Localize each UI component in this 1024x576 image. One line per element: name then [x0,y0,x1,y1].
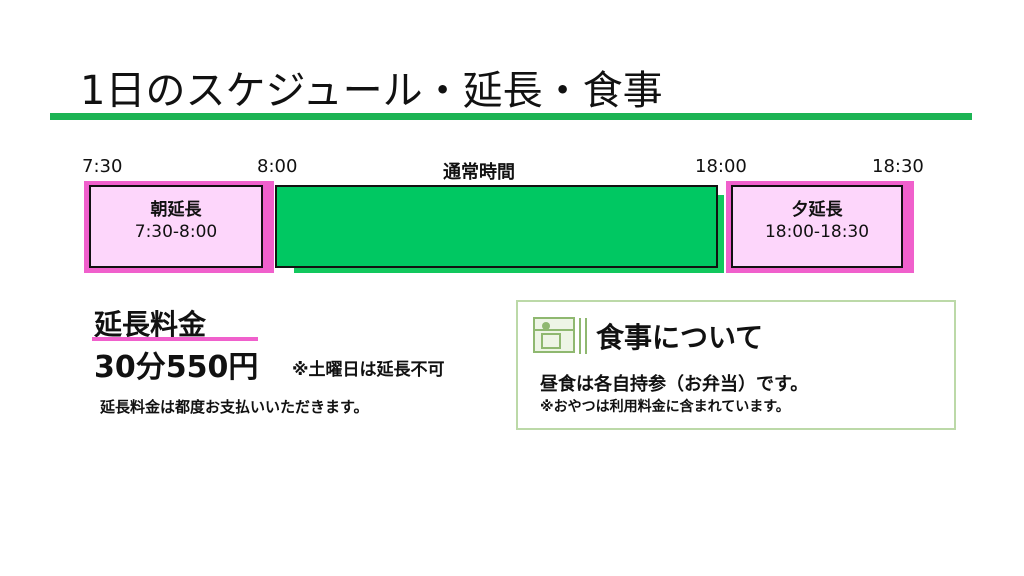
lunch-note: 昼食は各自持参（お弁当）です。 [540,374,809,395]
fee-heading-underline [92,337,258,341]
time-label-730: 7:30 [82,156,123,177]
meal-heading: 食事について [596,321,764,354]
saturday-note: ※土曜日は延長不可 [292,360,445,380]
snack-note: ※おやつは利用料金に含まれています。 [540,399,790,415]
time-label-1800: 18:00 [695,156,747,177]
fee-heading: 延長料金 [94,308,207,341]
payment-note: 延長料金は都度お支払いいただきます。 [100,398,369,416]
evening-extension-label: 夕延長 [791,200,843,220]
time-label-800: 8:00 [257,156,298,177]
fee-price: 30分550円 [94,350,259,385]
regular-hours-label: 通常時間 [443,162,515,183]
morning-extension-label: 朝延長 [150,200,202,220]
regular-hours-block [275,185,718,268]
title-divider [50,113,972,120]
meal-info-box: 食事について 昼食は各自持参（お弁当）です。 ※おやつは利用料金に含まれています… [516,300,956,430]
time-label-1830: 18:30 [872,156,924,177]
morning-extension-block: 朝延長 7:30-8:00 [84,181,274,273]
bento-icon [533,317,587,354]
evening-extension-time: 18:00-18:30 [764,222,870,242]
page-title: 1日のスケジュール・延長・食事 [80,68,663,114]
morning-extension-time: 7:30-8:00 [134,222,218,242]
evening-extension-block: 夕延長 18:00-18:30 [726,181,914,273]
